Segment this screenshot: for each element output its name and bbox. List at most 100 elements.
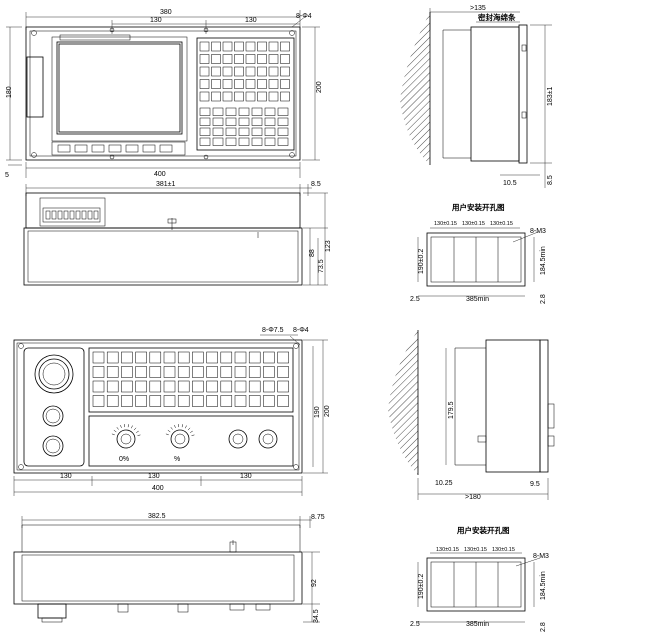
panel-key — [199, 91, 210, 102]
knob-tick — [136, 430, 139, 433]
mid-dim-130-a: 130 — [60, 473, 72, 480]
holes-7-5: 8-Φ7.5 — [262, 327, 284, 334]
cut2-right: 2.8 — [540, 622, 547, 632]
panel-key — [211, 79, 221, 89]
machine-key — [248, 366, 261, 378]
panel-key — [245, 79, 256, 89]
cut2-d1: 130±0.15 — [436, 547, 459, 553]
panel-key — [257, 91, 267, 102]
connector-pin — [45, 210, 51, 220]
connector-pin — [63, 210, 69, 220]
machine-key — [192, 395, 204, 407]
bot-dim-382-5: 382.5 — [148, 513, 166, 520]
knob-tick — [116, 427, 119, 430]
holes-4: 8-Φ4 — [293, 327, 309, 334]
cut1-d1: 130±0.15 — [434, 221, 457, 227]
mid-side-10-25: 10.25 — [435, 480, 453, 487]
dim-73-5: 73.5 — [318, 259, 325, 273]
panel-key — [268, 66, 279, 77]
panel-key — [211, 41, 221, 52]
panel-key — [280, 54, 290, 64]
knob-tick — [133, 427, 137, 431]
machine-key — [177, 366, 190, 378]
knob-tick — [174, 424, 176, 428]
panel-key — [277, 107, 289, 116]
machine-key — [234, 380, 247, 393]
bot-dim-34-5: 34.5 — [313, 609, 320, 623]
machine-key — [121, 351, 133, 364]
panel-key — [277, 117, 289, 126]
softkey — [74, 144, 88, 153]
machine-key — [192, 366, 204, 378]
cut2-bottom: 385min — [466, 621, 489, 628]
connector-pin — [87, 210, 93, 220]
machine-key — [121, 380, 133, 393]
cut2-hright: 184.5min — [540, 571, 547, 600]
connector-pin — [93, 210, 99, 220]
softkey — [57, 144, 71, 153]
softkey — [125, 144, 139, 153]
panel-key — [245, 66, 256, 77]
panel-key — [238, 117, 250, 126]
bottom-plan-view: 382.5 8.75 92 34.5 — [13, 513, 325, 623]
machine-key — [220, 366, 233, 378]
machine-key — [206, 380, 218, 393]
machine-key — [234, 395, 247, 407]
knob-tick — [127, 424, 129, 428]
machine-key — [149, 380, 162, 393]
panel-key — [199, 41, 210, 52]
machine-key — [106, 351, 119, 364]
machine-key — [106, 380, 119, 393]
panel-key — [280, 79, 290, 89]
mid-front-view: 8-Φ7.5 8-Φ4 0% % — [13, 327, 331, 496]
panel-key — [264, 117, 276, 126]
panel-key — [212, 137, 224, 146]
dim-183: 183±1 — [547, 86, 554, 106]
cutout-title-2: 用户安装开孔图 — [457, 525, 510, 535]
machine-key — [92, 366, 105, 378]
knob-tick — [137, 434, 141, 436]
softkey — [159, 144, 173, 153]
knob-tick — [191, 434, 195, 436]
bot-dim-92: 92 — [311, 579, 318, 587]
panel-key — [234, 66, 244, 77]
mid-side-view: 179.5 10.25 9.5 >180 — [388, 330, 555, 501]
softkey — [108, 144, 122, 153]
machine-key — [163, 380, 176, 393]
panel-key — [277, 137, 289, 146]
mid-dim-200: 200 — [324, 405, 331, 417]
panel-key — [268, 91, 279, 102]
cut1-holes: 8-M3 — [530, 228, 546, 235]
machine-key — [220, 351, 233, 364]
cut1-d3: 130±0.15 — [490, 221, 513, 227]
cut2-d2: 130±0.15 — [464, 547, 487, 553]
machine-key — [206, 366, 218, 378]
machine-key — [277, 380, 289, 393]
machine-key — [92, 380, 105, 393]
panel-key — [257, 54, 267, 64]
machine-key — [248, 395, 261, 407]
dim-130-b: 130 — [245, 17, 257, 24]
panel-key — [199, 107, 211, 116]
panel-key — [280, 91, 290, 102]
knob-tick — [190, 430, 193, 433]
panel-key — [225, 137, 237, 146]
dim-8-5-a: 8.5 — [311, 181, 321, 188]
panel-key — [257, 79, 267, 89]
panel-key — [199, 137, 211, 146]
machine-key — [248, 380, 261, 393]
machine-key — [248, 351, 261, 364]
knob-tick — [113, 429, 117, 433]
machine-key — [177, 380, 190, 393]
panel-key — [212, 107, 224, 116]
knob-tick — [131, 425, 133, 429]
knob-tick — [120, 424, 122, 428]
mid-side-179-5: 179.5 — [448, 401, 455, 419]
softkey — [142, 144, 156, 153]
knob1-label: 0% — [119, 456, 129, 463]
machine-key — [135, 380, 147, 393]
panel-key — [268, 54, 279, 64]
panel-key — [225, 117, 237, 126]
machine-key — [135, 366, 147, 378]
panel-key — [234, 79, 244, 89]
